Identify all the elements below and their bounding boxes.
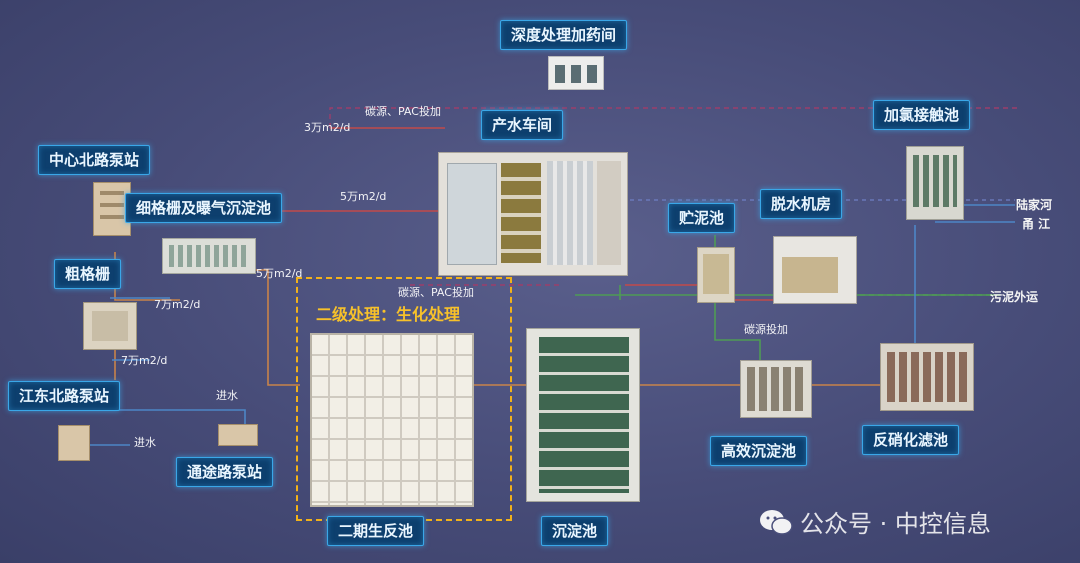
tag-zhongxinbei-pump[interactable]: 中心北路泵站	[38, 145, 151, 175]
tag-water-production[interactable]: 产水车间	[481, 110, 564, 140]
wechat-icon	[760, 510, 793, 535]
building-sedimentation	[526, 328, 640, 502]
label-carbon-dosing: 碳源投加	[744, 323, 788, 336]
label-sludge-out: 污泥外运	[990, 290, 1039, 304]
tag-coarse-screen[interactable]: 粗格栅	[54, 259, 122, 289]
label-5w-left: 5万m2/d	[256, 267, 303, 280]
tag-phase2-bio[interactable]: 二期生反池	[327, 516, 425, 546]
building-fine-screen	[162, 238, 256, 274]
building-high-eff-sed	[740, 360, 812, 418]
label-lujiahe: 陆家河	[1016, 198, 1053, 212]
building-denitrification	[880, 343, 974, 411]
label-7w-b: 7万m2/d	[121, 354, 168, 367]
building-zhongxinbei-pump	[93, 182, 131, 236]
secondary-treatment-title: 二级处理：生化处理	[316, 305, 461, 324]
tag-chlorine-contact[interactable]: 加氯接触池	[873, 100, 971, 130]
label-inflow-b: 进水	[134, 436, 156, 449]
label-7w-a: 7万m2/d	[154, 298, 201, 311]
label-carbon-pac-top: 碳源、PAC投加	[365, 105, 441, 118]
building-sludge-storage	[697, 247, 735, 303]
watermark: 公众号 · 中控信息	[800, 510, 991, 538]
tag-jiangdongbei-pump[interactable]: 江东北路泵站	[8, 381, 121, 411]
tag-tongtu-pump[interactable]: 通途路泵站	[176, 457, 274, 487]
tag-sedimentation[interactable]: 沉淀池	[541, 516, 609, 546]
tag-fine-screen[interactable]: 细格栅及曝气沉淀池	[125, 193, 283, 223]
pipe-blue-7w	[110, 297, 170, 361]
building-biochemical-tank	[310, 333, 474, 507]
building-coarse-screen	[83, 302, 137, 350]
label-5w-top: 5万m2/d	[340, 190, 387, 203]
tag-high-eff-sed[interactable]: 高效沉淀池	[710, 436, 808, 466]
pipe-dash-top	[329, 107, 1020, 128]
building-water-production	[438, 152, 628, 276]
building-chlorine-contact	[906, 146, 964, 220]
label-inflow-a: 进水	[216, 389, 238, 402]
tag-dewatering[interactable]: 脱水机房	[760, 189, 843, 219]
building-jiangdongbei-pump	[58, 425, 90, 461]
building-tongtu-pump	[218, 424, 258, 446]
building-deep-treatment	[548, 56, 604, 90]
label-3w: 3万m2/d	[304, 121, 351, 134]
building-dewatering	[773, 236, 857, 304]
tag-denitrification[interactable]: 反硝化滤池	[862, 425, 960, 455]
tag-sludge-storage[interactable]: 贮泥池	[668, 203, 736, 233]
tag-deep-treatment[interactable]: 深度处理加药间	[500, 20, 628, 50]
label-yongjiang: 甬 江	[1022, 217, 1051, 231]
label-carbon-pac-mid: 碳源、PAC投加	[398, 286, 474, 299]
